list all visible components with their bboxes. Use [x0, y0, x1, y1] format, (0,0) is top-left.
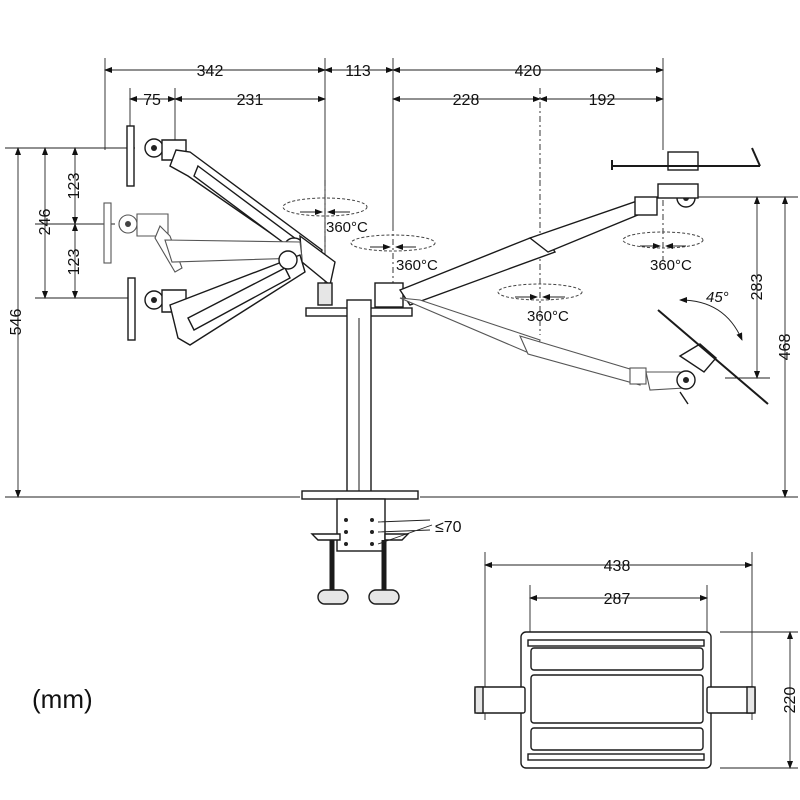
desk-clamp [301, 490, 433, 605]
dim-113: 113 [345, 63, 371, 80]
tilt-angle-label: 45° [706, 289, 729, 306]
dim-546: 546 [8, 309, 25, 336]
left-arm-middle-position [103, 202, 303, 273]
dim-231: 231 [237, 92, 264, 109]
dim-123-upper: 123 [66, 173, 83, 200]
dim-clamp-max: ≤70 [435, 519, 462, 536]
dim-246: 246 [37, 209, 54, 236]
dim-283: 283 [749, 274, 766, 301]
rotation-label-2: 360°C [396, 257, 438, 274]
dim-468: 468 [777, 334, 794, 361]
dimension-labels: 342 113 420 75 231 228 192 123 123 246 5… [8, 63, 799, 713]
dim-123-lower: 123 [66, 249, 83, 276]
extension-lines [5, 58, 798, 498]
dim-438: 438 [604, 558, 631, 575]
dim-342: 342 [197, 63, 224, 80]
rotation-indicators [282, 197, 743, 341]
right-arm-upper-position [398, 147, 761, 306]
laptop-tray-topview [474, 552, 798, 769]
dimension-lines [15, 67, 788, 498]
unit-label: (mm) [32, 684, 93, 714]
rotation-label-4: 360°C [650, 257, 692, 274]
left-arm-lower-position [127, 250, 306, 346]
right-arm-lower-position [399, 297, 769, 405]
rotation-label-1: 360°C [326, 219, 368, 236]
dim-420: 420 [515, 63, 542, 80]
dim-75: 75 [143, 92, 161, 109]
rotation-labels: 360°C 360°C 360°C 360°C 45° [326, 219, 729, 325]
dim-228: 228 [453, 92, 480, 109]
rotation-label-3: 360°C [527, 308, 569, 325]
dim-287: 287 [604, 591, 631, 608]
mount-pole [305, 282, 413, 498]
dim-192: 192 [589, 92, 616, 109]
dim-220: 220 [782, 687, 799, 714]
